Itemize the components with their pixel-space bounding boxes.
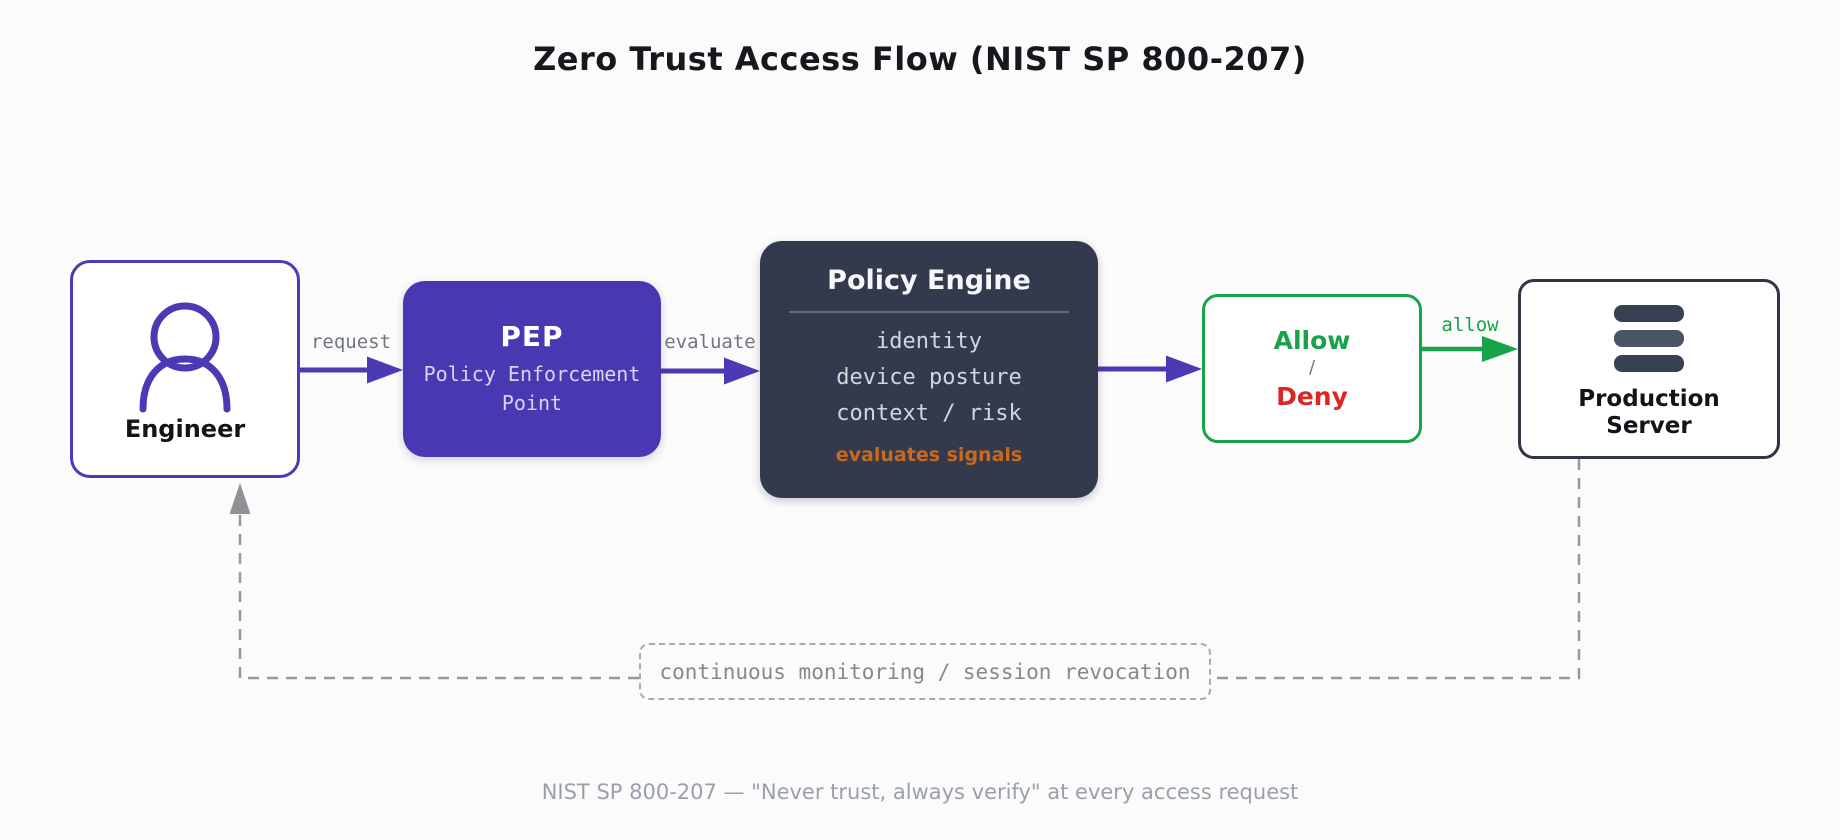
pep-title: PEP	[500, 320, 564, 353]
signal-item: device posture	[836, 365, 1022, 390]
deny-label: Deny	[1276, 381, 1348, 411]
evaluate-edge-label: evaluate	[664, 331, 756, 353]
request-edge-label: request	[310, 331, 392, 353]
decision-node: Allow / Deny	[1202, 294, 1422, 443]
monitoring-label: continuous monitoring / session revocati…	[659, 659, 1191, 684]
decision-separator: /	[1308, 357, 1316, 379]
allow-edge-label: allow	[1441, 314, 1499, 336]
evaluate-arrow	[661, 357, 760, 385]
allow-label: Allow	[1273, 326, 1351, 356]
policy-engine-title: Policy Engine	[827, 265, 1031, 296]
server-icon	[1614, 305, 1684, 373]
pep-subtitle: Policy Enforcement Point	[423, 362, 641, 415]
signal-item: context / risk	[836, 401, 1022, 426]
pep-node: PEP Policy Enforcement Point	[403, 281, 661, 457]
footer-caption: NIST SP 800-207 — "Never trust, always v…	[541, 780, 1299, 804]
feedback-path	[229, 459, 1581, 680]
policy-engine-divider	[789, 311, 1069, 313]
server-bar	[1614, 355, 1684, 373]
allow-arrow	[1422, 336, 1518, 362]
page-title: Zero Trust Access Flow (NIST SP 800-207)	[533, 40, 1307, 78]
decision-arrow	[1098, 355, 1202, 383]
server-node: Production Server	[1518, 279, 1780, 459]
feedback-arrowhead-icon	[229, 483, 251, 514]
server-bar	[1614, 330, 1684, 348]
person-icon	[139, 302, 231, 413]
server-label: Production Server	[1578, 386, 1720, 439]
request-arrow	[300, 356, 403, 384]
signal-item: identity	[876, 329, 982, 354]
monitoring-box: continuous monitoring / session revocati…	[639, 643, 1211, 700]
server-bar	[1614, 305, 1684, 323]
policy-engine-note: evaluates signals	[835, 444, 1023, 466]
engineer-label: Engineer	[124, 415, 246, 443]
engineer-node: Engineer	[70, 260, 300, 478]
policy-engine-signals: identity device posture context / risk	[836, 324, 1021, 432]
policy-engine-node: Policy Engine identity device posture co…	[760, 241, 1098, 498]
